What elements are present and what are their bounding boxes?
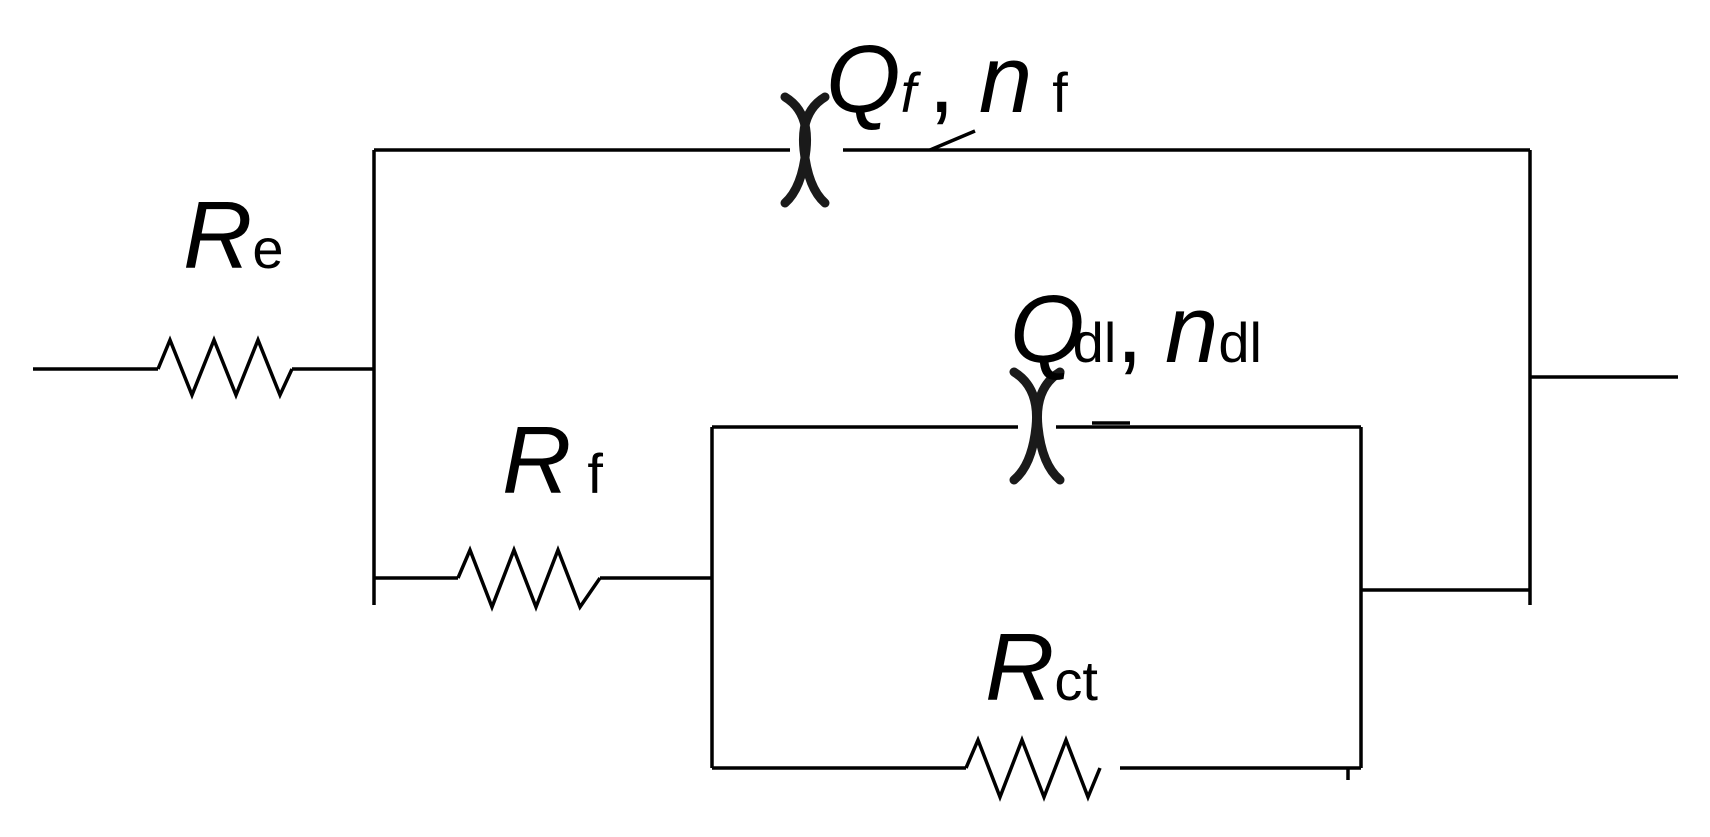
cpe-qf xyxy=(780,92,830,208)
label-qdl-ndl: Qdl,ndl xyxy=(1010,276,1262,383)
resistor-re xyxy=(156,335,294,400)
resistor-rct xyxy=(964,735,1102,802)
resistor-rf xyxy=(456,545,602,612)
label-re: Re xyxy=(183,182,283,289)
label-rct: Rct xyxy=(985,614,1098,721)
qf-leader-line xyxy=(929,129,976,152)
cpe-qdl xyxy=(1009,367,1065,485)
